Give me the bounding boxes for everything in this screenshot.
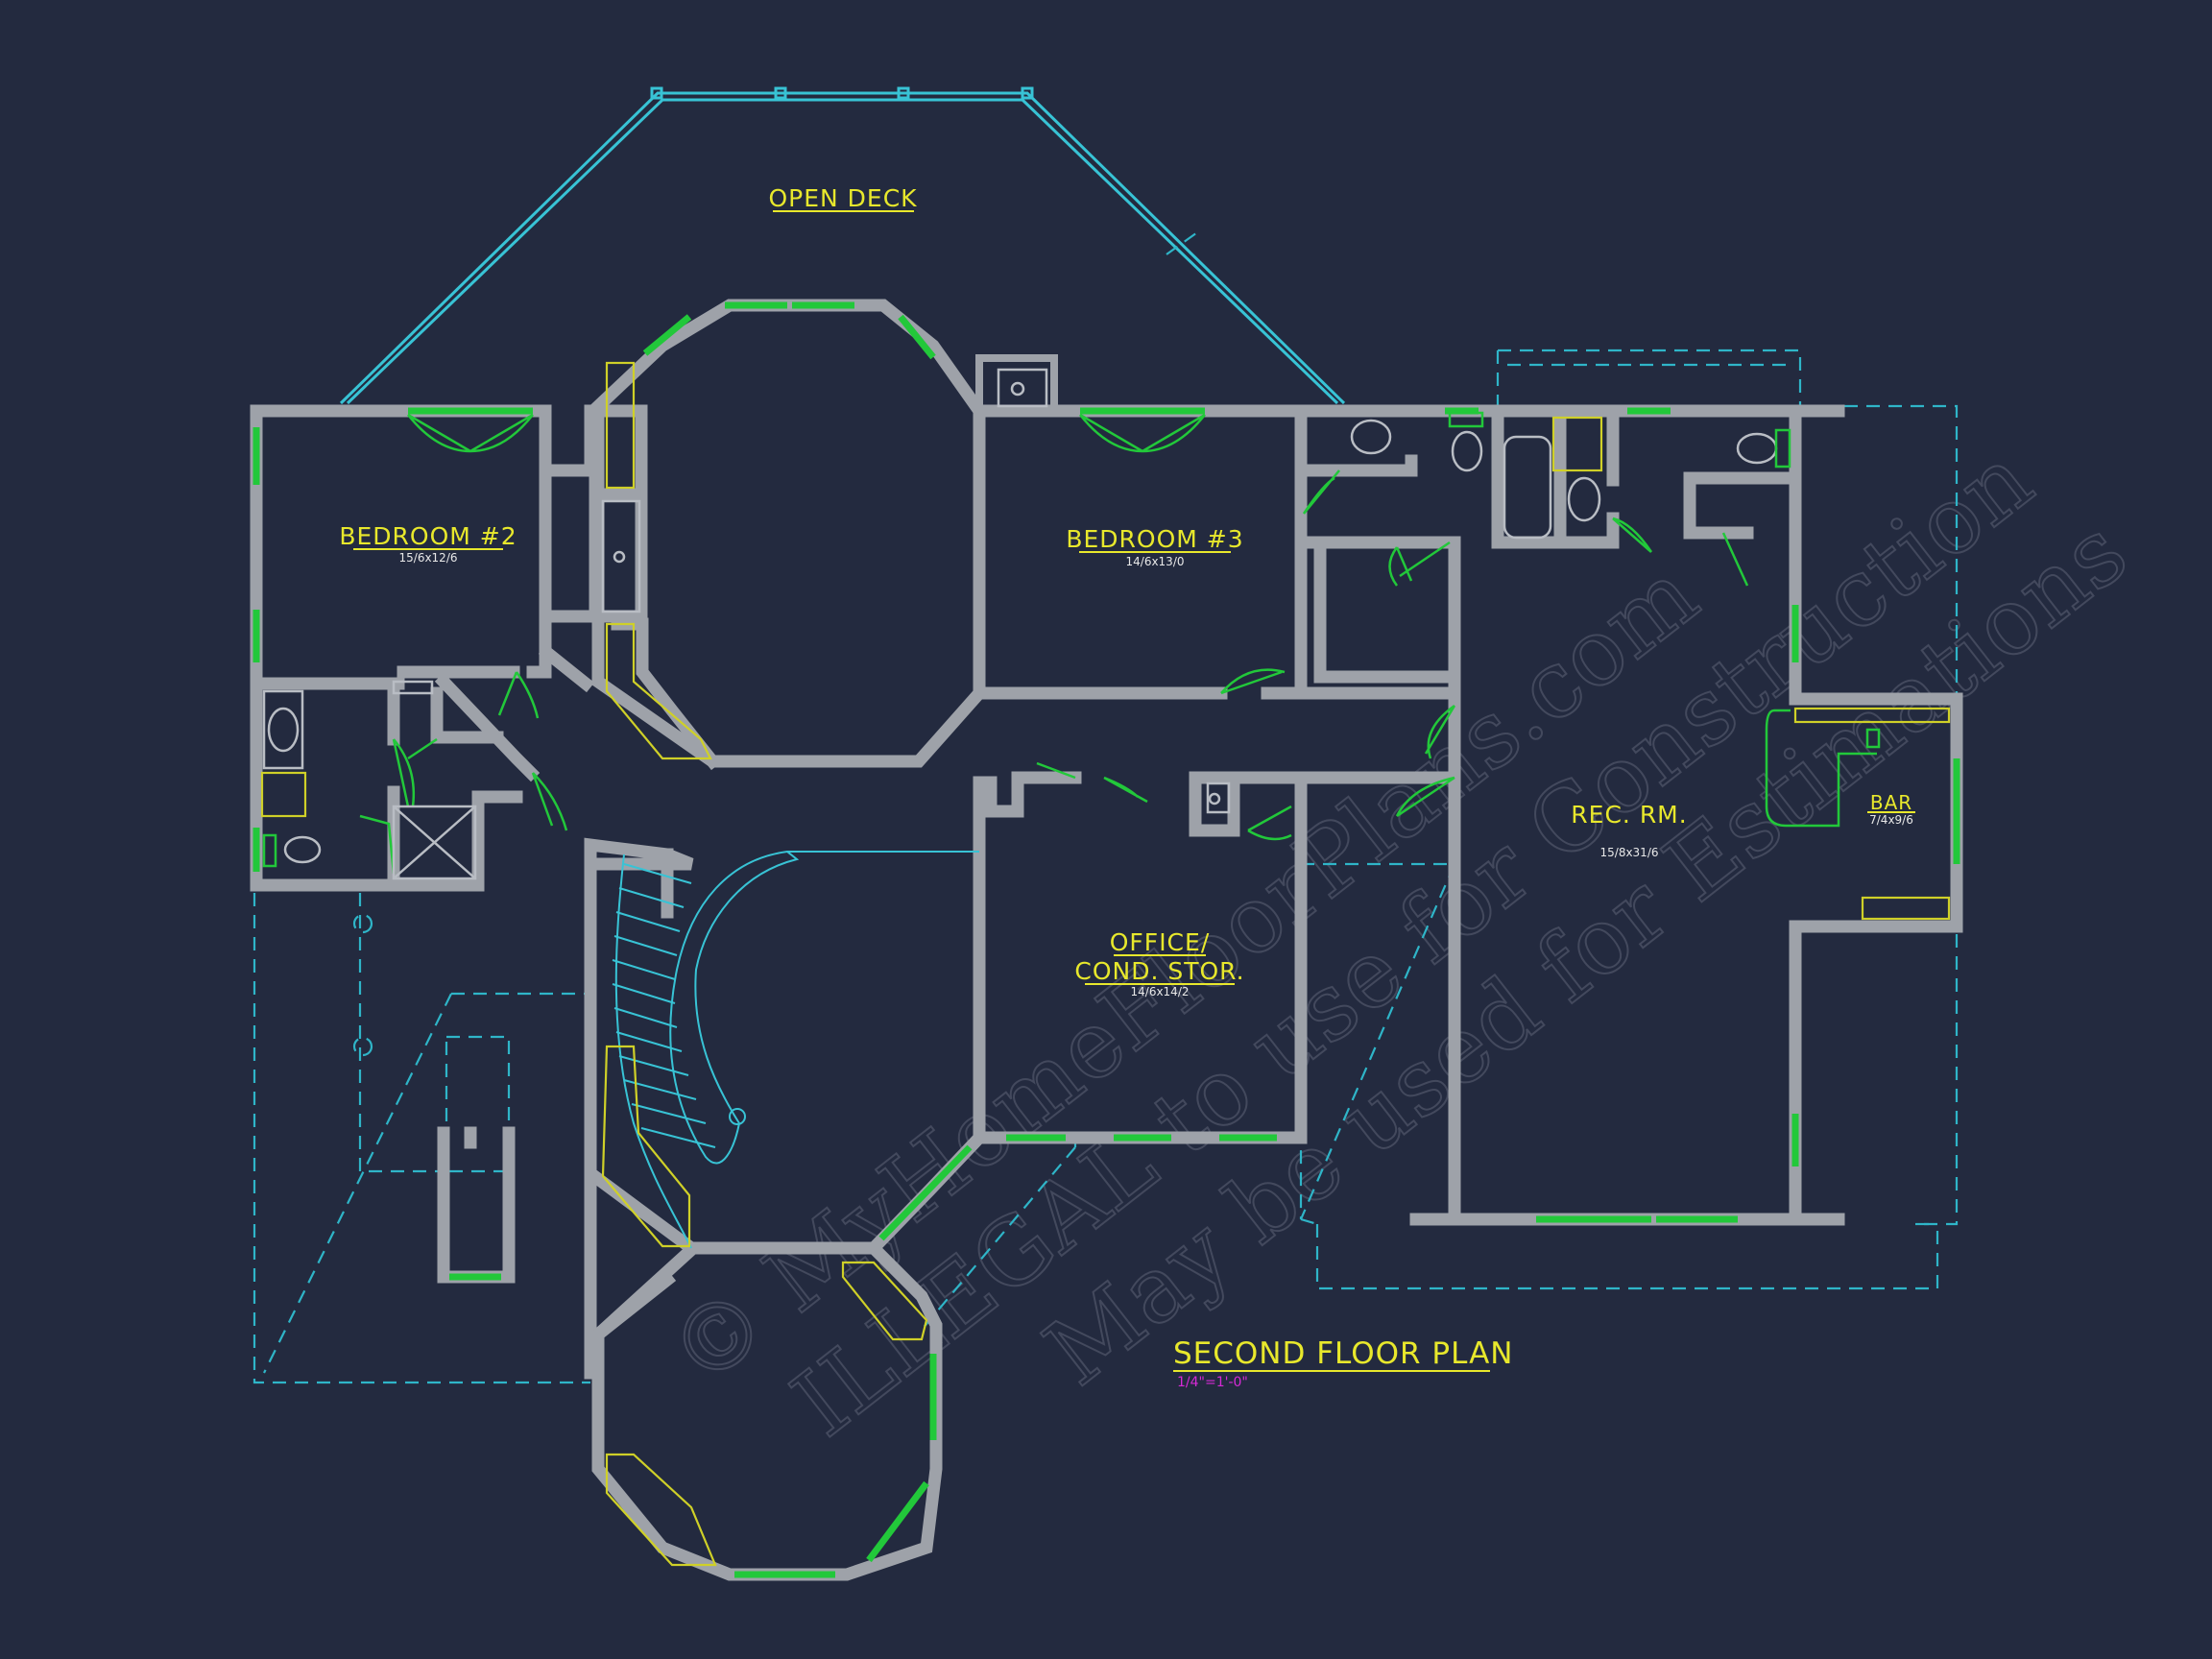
roof-outline-dashed bbox=[252, 349, 1959, 1384]
stair-treads bbox=[612, 863, 716, 1148]
door-swings bbox=[359, 413, 1749, 875]
open-deck-railing bbox=[339, 86, 1346, 405]
rec-room-label: REC. RM. bbox=[1571, 801, 1687, 829]
bedroom-3-label: BEDROOM #3 bbox=[1066, 525, 1243, 553]
plan-title-block: SECOND FLOOR PLAN 1/4"=1'-0" bbox=[1173, 1336, 1514, 1390]
office-label-line-1: OFFICE/ bbox=[1110, 928, 1211, 956]
plan-scale: 1/4"=1'-0" bbox=[1177, 1375, 1248, 1390]
rec-room-size: 15/8x31/6 bbox=[1600, 846, 1659, 859]
plan-title: SECOND FLOOR PLAN bbox=[1173, 1336, 1514, 1371]
office-size: 14/6x14/2 bbox=[1131, 985, 1190, 998]
bedroom-3-size: 14/6x13/0 bbox=[1126, 555, 1185, 568]
room-labels: OPEN DECK BEDROOM #2 15/6x12/6 BEDROOM #… bbox=[339, 184, 1915, 998]
fixtures bbox=[262, 368, 1881, 880]
watermark: © MyHomeFloorPlans.com ILLEGAL to use fo… bbox=[648, 424, 2147, 1458]
bar-label: BAR bbox=[1870, 791, 1912, 814]
open-deck-label: OPEN DECK bbox=[768, 184, 917, 212]
office-label-line-2: COND. STOR. bbox=[1074, 957, 1244, 985]
bar-size: 7/4x9/6 bbox=[1869, 813, 1913, 827]
bedroom-2-size: 15/6x12/6 bbox=[399, 551, 458, 565]
hatched-areas bbox=[260, 361, 1951, 1567]
windows bbox=[252, 301, 1960, 1578]
bedroom-2-label: BEDROOM #2 bbox=[339, 522, 517, 550]
spiral-stair bbox=[612, 850, 979, 1249]
